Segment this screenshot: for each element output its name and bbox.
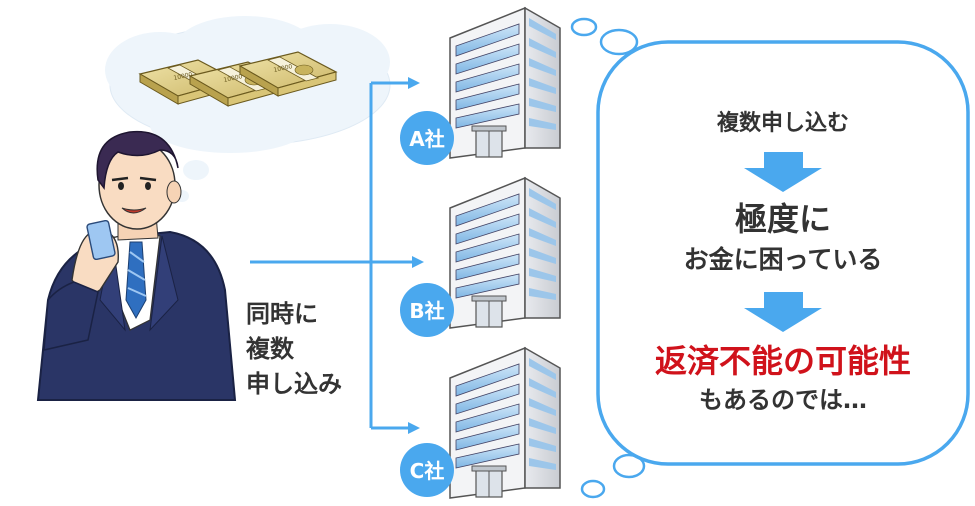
thought-line-4: 返済不能の可能性: [655, 342, 911, 380]
down-arrow-2: [744, 292, 822, 332]
banknote-stack-2: 10000: [189, 61, 287, 107]
thought-bubbles-bottom: [580, 453, 646, 499]
company-b-badge: B社: [400, 283, 454, 337]
down-arrow-1: [744, 152, 822, 192]
apply-arrow: [250, 256, 424, 268]
left-label-line-3: 申し込み: [246, 370, 342, 398]
thought-line-5: もあるのでは…: [699, 386, 867, 414]
banknote-label-2: 10000: [223, 73, 243, 84]
company-c-badge: C社: [400, 443, 454, 497]
company-a-label: A社: [409, 127, 444, 151]
company-c-building: [449, 347, 561, 499]
banknote-stack-3: 10000: [239, 51, 337, 97]
thought-bubbles-top: [570, 17, 639, 56]
branch-connector: [369, 77, 420, 434]
banknote-label-1: 10000: [173, 71, 193, 82]
thought-line-3: お金に困っている: [684, 245, 883, 274]
banknote-stack-1: 10000: [139, 59, 237, 105]
company-c-label: C社: [410, 459, 445, 483]
company-a-building: [449, 7, 561, 159]
businessman-illustration: [36, 130, 237, 401]
thought-line-2: 極度に: [735, 200, 831, 238]
left-label-line-1: 同時に: [246, 300, 318, 328]
thought-box: [596, 40, 970, 466]
left-label-line-2: 複数: [246, 335, 295, 363]
company-b-building: [449, 177, 561, 329]
thought-line-1: 複数申し込む: [717, 110, 849, 136]
banknote-label-3: 10000: [273, 63, 293, 74]
company-b-label: B社: [409, 299, 444, 323]
company-a-badge: A社: [400, 111, 454, 165]
